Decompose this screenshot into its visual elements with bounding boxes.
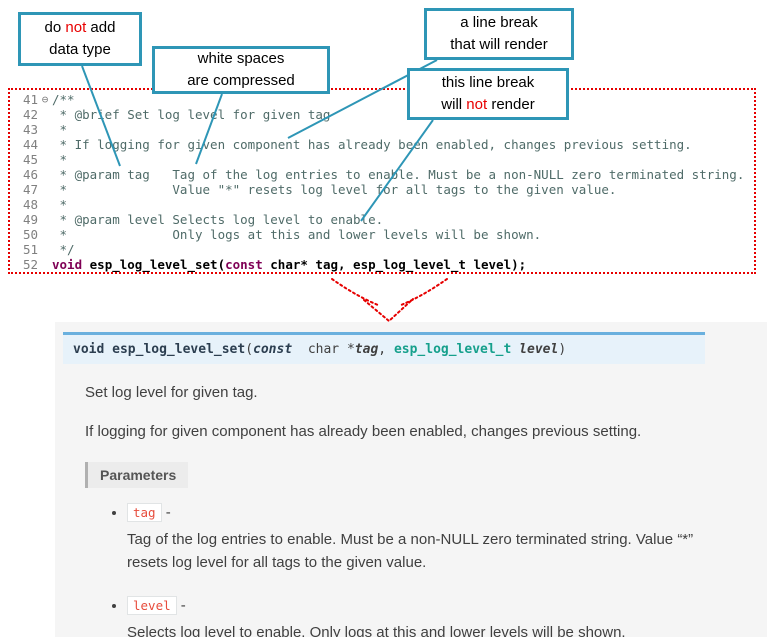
- line-number: 41: [22, 92, 38, 107]
- dotted-arrow-left-edge: [331, 278, 379, 306]
- code-editor-snippet: 41⊖/** 42 * @brief Set log level for giv…: [8, 88, 756, 274]
- brief-paragraph: Set log level for given tag.: [85, 384, 258, 401]
- fold-gutter: [38, 257, 52, 272]
- callout-text: do not add: [44, 19, 116, 37]
- dotted-arrow-head: [363, 298, 414, 323]
- code-text: /**: [52, 92, 75, 107]
- code-line: 50 * Only logs at this and lower levels …: [12, 227, 754, 242]
- red-emphasis: not: [65, 19, 87, 37]
- line-number: 52: [22, 257, 38, 272]
- param-description: Tag of the log entries to enable. Must b…: [127, 531, 694, 572]
- fold-gutter: [38, 197, 52, 212]
- line-number: 42: [22, 107, 38, 122]
- callout-line-break-not-render: this line break will not render: [407, 68, 569, 120]
- callout-text: white spaces: [197, 50, 285, 68]
- param-name: level: [519, 342, 559, 357]
- code-line: 42 * @brief Set log level for given tag: [12, 107, 754, 122]
- code-line: 47 * Value "*" resets log level for all …: [12, 182, 754, 197]
- callout-text: a line break: [460, 14, 538, 32]
- param-name-chip: level: [127, 595, 177, 615]
- code-line: 43 *: [12, 122, 754, 137]
- code-text: *: [52, 197, 68, 212]
- param-name-chip: tag: [127, 503, 162, 522]
- const-keyword: const: [253, 342, 293, 357]
- param-name: tag: [354, 342, 379, 357]
- line-number: 50: [22, 227, 38, 242]
- fold-gutter: [38, 242, 52, 257]
- code-line: 46 * @param tag Tag of the log entries t…: [12, 167, 754, 182]
- code-line-declaration: 52 void esp_log_level_set(const char* tag…: [12, 257, 754, 272]
- code-line: 51 */: [12, 242, 754, 257]
- code-line: 45 *: [12, 152, 754, 167]
- callout-line-break-renders: a line break that will render: [424, 8, 574, 60]
- callout-text: that will render: [450, 36, 548, 53]
- function-name: esp_log_level_set: [104, 342, 246, 357]
- param-head: tag -: [127, 503, 732, 522]
- docs-body: Set log level for given tag. If logging …: [85, 384, 732, 637]
- keyword: const: [225, 257, 263, 272]
- code-text: * Only logs at this and lower levels wil…: [52, 227, 542, 242]
- code-text: *: [52, 152, 68, 167]
- dash: -: [161, 504, 171, 521]
- line-number: 44: [22, 137, 38, 152]
- code-text: * @brief Set log level for given tag: [52, 107, 331, 122]
- line-number: 46: [22, 167, 38, 182]
- line-number: 49: [22, 212, 38, 227]
- function-signature: void esp_log_level_set(const char *tag, …: [63, 332, 705, 364]
- type-link: esp_log_level_t: [393, 342, 512, 357]
- code-text: * Value "*" resets log level for all tag…: [52, 182, 617, 197]
- code-line: 44 * If logging for given component has …: [12, 137, 754, 152]
- red-emphasis: not: [466, 96, 488, 113]
- code-text: * @param tag Tag of the log entries to e…: [52, 167, 745, 182]
- fold-gutter: [38, 122, 52, 137]
- param-head: level -: [127, 595, 732, 615]
- fold-gutter: [38, 107, 52, 122]
- fold-gutter: [38, 182, 52, 197]
- fold-toggle-icon[interactable]: ⊖: [41, 93, 49, 106]
- code-text: * If logging for given component has alr…: [52, 137, 692, 152]
- keyword: void: [52, 257, 83, 272]
- code-line: 48 *: [12, 197, 754, 212]
- rendered-docs-panel: void esp_log_level_set(const char *tag, …: [55, 322, 767, 637]
- function-name: esp_log_level_set: [89, 257, 218, 272]
- code-text: void esp_log_level_set(const char* tag, …: [52, 257, 527, 272]
- callout-white-spaces-compressed: white spaces are compressed: [152, 46, 330, 94]
- callout-text: will not render: [441, 96, 535, 113]
- line-number: 48: [22, 197, 38, 212]
- fold-gutter: [38, 167, 52, 182]
- code-text: *: [52, 122, 68, 137]
- parameters-label: Parameters: [85, 462, 189, 488]
- line-number: 51: [22, 242, 38, 257]
- fold-gutter: [38, 152, 52, 167]
- line-number: 43: [22, 122, 38, 137]
- parameter-list: tag - Tag of the log entries to enable. …: [85, 503, 732, 637]
- line-number: 47: [22, 182, 38, 197]
- code-text: */: [52, 242, 75, 257]
- param-item-level: level - Selects log level to enable. Onl…: [127, 595, 732, 637]
- param-item-tag: tag - Tag of the log entries to enable. …: [127, 503, 732, 575]
- code-line: 49 * @param level Selects log level to e…: [12, 212, 754, 227]
- code-line: 41⊖/**: [12, 92, 754, 107]
- code-text: * @param level Selects log level to enab…: [52, 212, 384, 227]
- callout-text: this line break: [441, 74, 535, 92]
- detail-paragraph: If logging for given component has alrea…: [85, 423, 642, 440]
- fold-gutter: [38, 227, 52, 242]
- dotted-arrow-right-edge: [400, 278, 448, 306]
- line-number: 45: [22, 152, 38, 167]
- callout-text: data type: [49, 41, 111, 58]
- fold-gutter: [38, 137, 52, 152]
- callout-do-not-add-data-type: do not add data type: [18, 12, 142, 66]
- callout-text: are compressed: [187, 72, 295, 89]
- dash: -: [176, 596, 186, 614]
- param-description: Selects log level to enable. Only logs a…: [127, 623, 626, 637]
- fold-gutter: [38, 212, 52, 227]
- return-type: void: [73, 342, 105, 357]
